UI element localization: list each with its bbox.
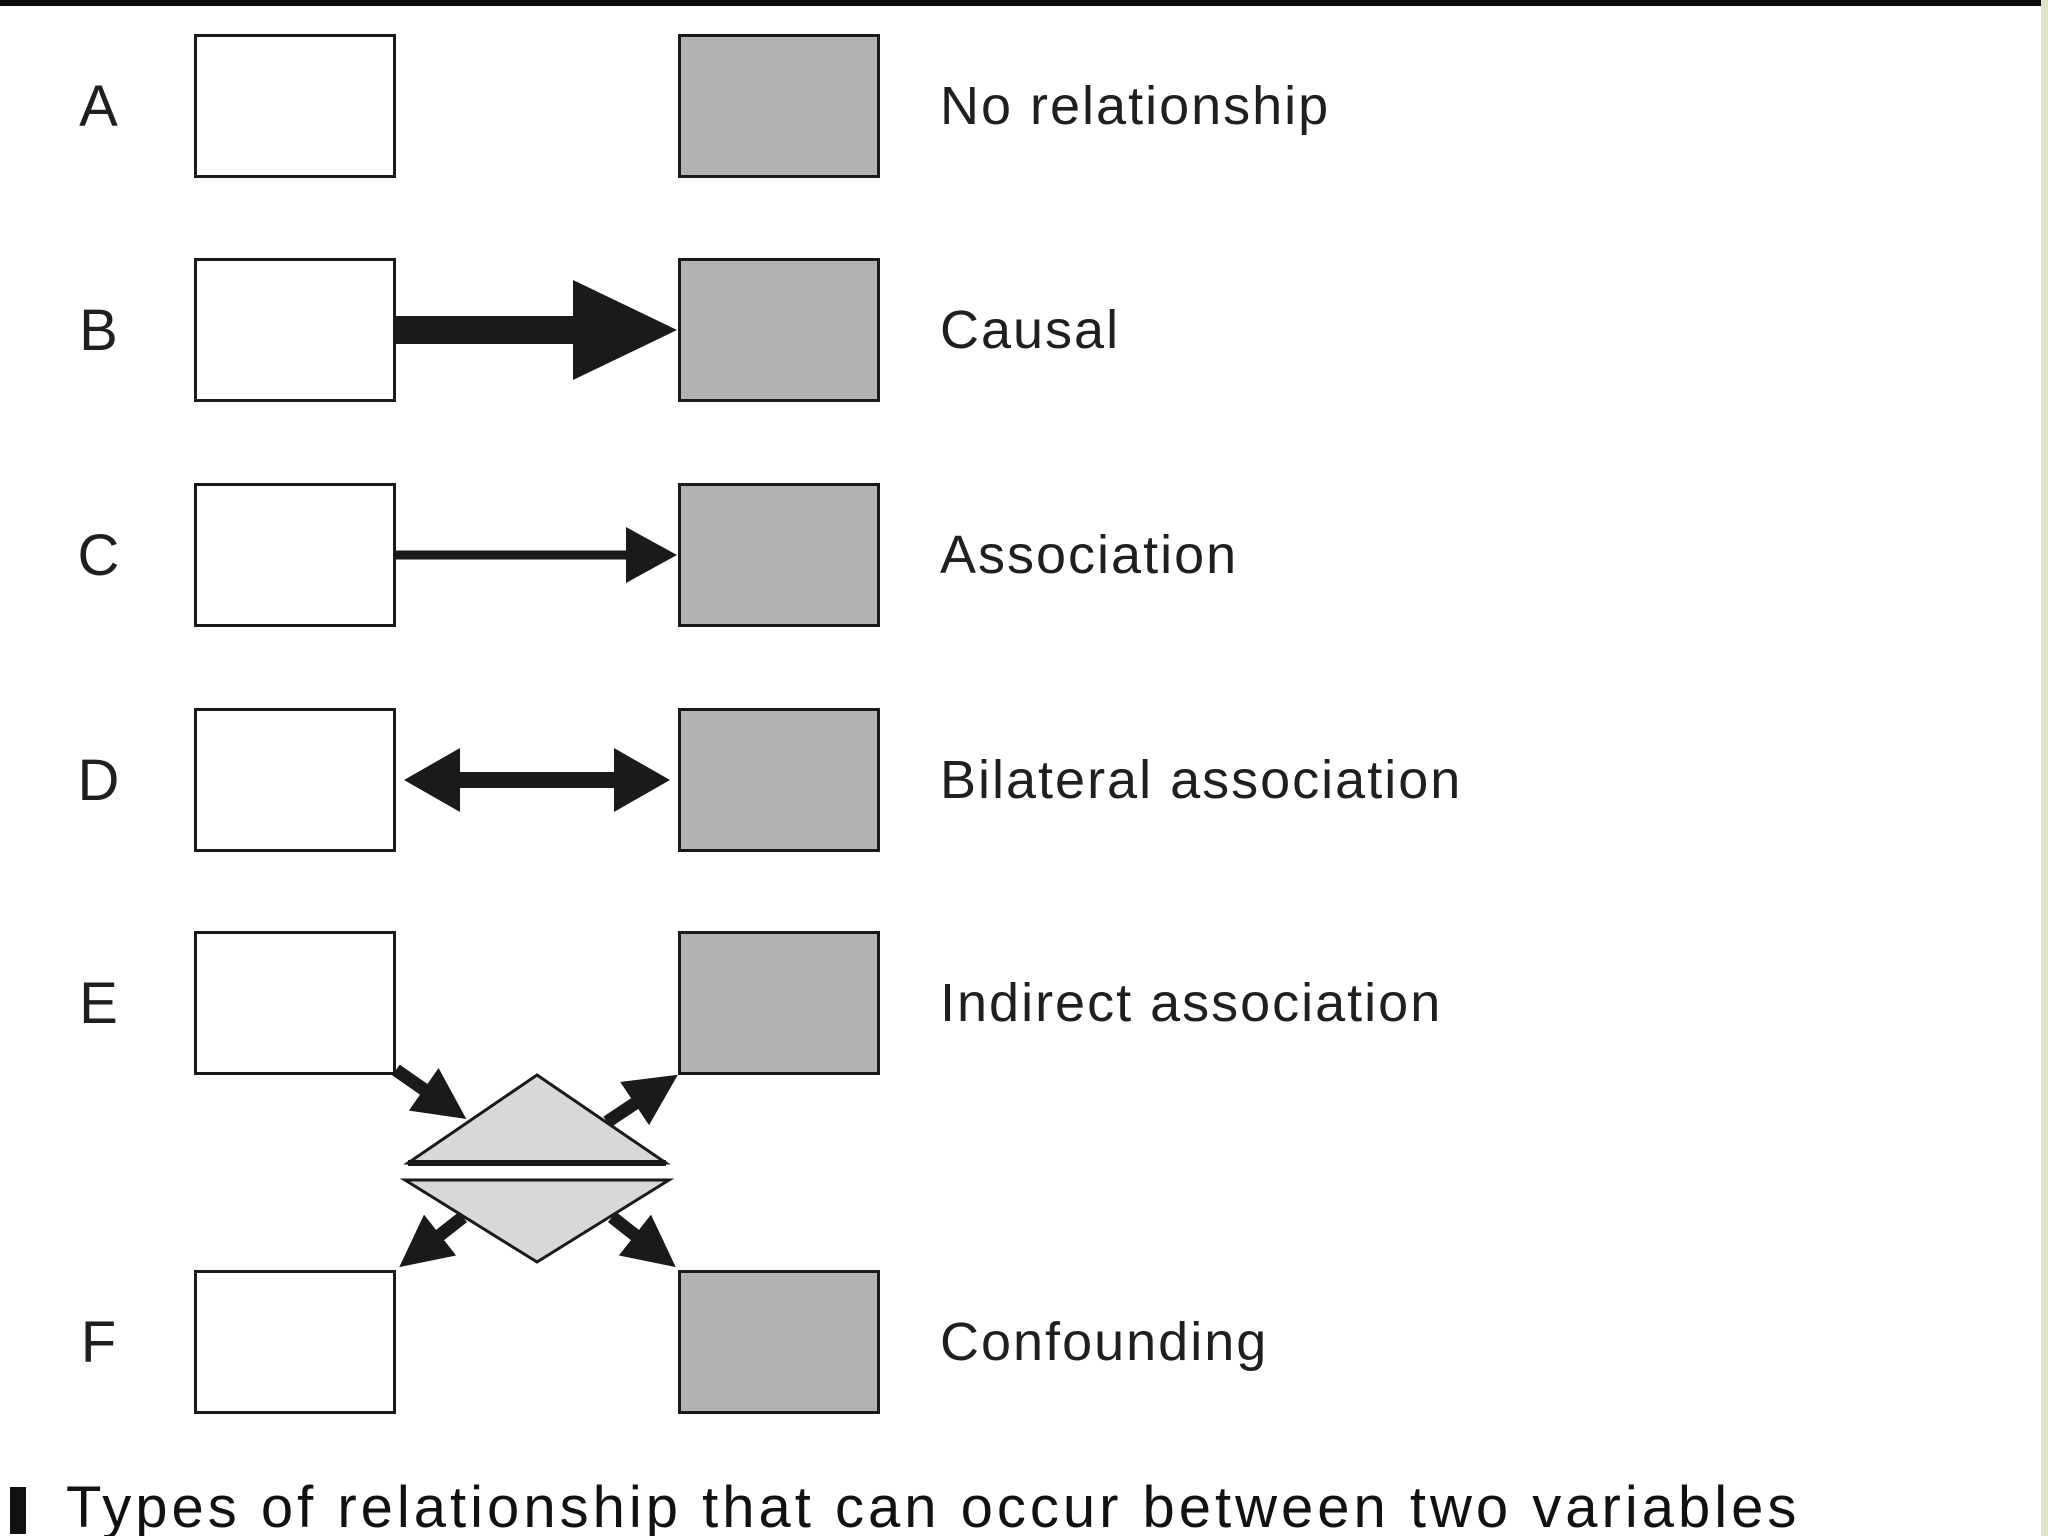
row-letter-c: C: [77, 522, 121, 588]
arrow-ewhite-to-diamond-icon: [392, 1064, 467, 1120]
row-letter-d: D: [77, 747, 121, 813]
variable-box-gray-b: [678, 258, 880, 402]
diamond-bottom-triangle: [399, 1178, 675, 1264]
variable-box-white-b: [194, 258, 396, 402]
row-label-f: Confounding: [940, 1312, 1269, 1372]
variable-box-gray-a: [678, 34, 880, 178]
variable-box-white-c: [194, 483, 396, 627]
figure-caption: Types of relationship that can occur bet…: [66, 1475, 1801, 1536]
arrow-diamond-to-fwhite-icon: [399, 1211, 468, 1268]
variable-box-white-e: [194, 931, 396, 1075]
row-label-b: Causal: [940, 300, 1121, 360]
variable-box-gray-c: [678, 483, 880, 627]
row-letter-a: A: [79, 73, 119, 139]
row-label-c: Association: [940, 525, 1239, 585]
arrow-diamond-to-egray-icon: [603, 1074, 678, 1128]
variable-box-white-d: [194, 708, 396, 852]
row-letter-f: F: [80, 1309, 118, 1375]
variable-box-gray-e: [678, 931, 880, 1075]
variable-box-gray-d: [678, 708, 880, 852]
row-label-d: Bilateral association: [940, 750, 1463, 810]
association-thin-arrow-icon: [396, 527, 677, 583]
variable-box-gray-f: [678, 1270, 880, 1414]
right-edge-strip: [2041, 0, 2048, 1536]
diamond-top-triangle: [403, 1073, 671, 1165]
confounder-diamond-group: [392, 1064, 678, 1268]
row-letter-e: E: [79, 970, 119, 1036]
caption-marker-bar: [10, 1487, 26, 1534]
causal-thick-arrow-icon: [396, 280, 677, 380]
variable-box-white-f: [194, 1270, 396, 1414]
row-label-e: Indirect association: [940, 973, 1443, 1033]
top-border-line: [0, 0, 2048, 6]
variable-box-white-a: [194, 34, 396, 178]
bilateral-double-arrow-icon: [404, 748, 670, 812]
arrow-diamond-to-fgray-icon: [607, 1211, 676, 1268]
row-letter-b: B: [79, 297, 119, 363]
row-label-a: No relationship: [940, 76, 1331, 136]
